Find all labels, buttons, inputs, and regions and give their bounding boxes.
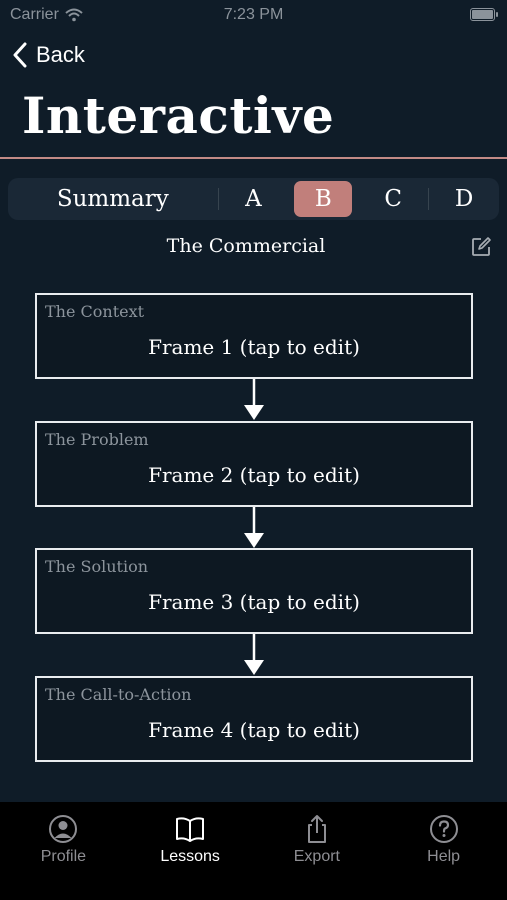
- frame-label: The Call-to-Action: [45, 685, 192, 704]
- wifi-icon: [65, 8, 83, 22]
- arrow-down-icon: [244, 379, 264, 420]
- tab-lessons[interactable]: Lessons: [127, 802, 254, 900]
- segment-divider: [217, 188, 219, 210]
- segment-label: D: [454, 186, 474, 212]
- tab-export[interactable]: Export: [254, 802, 381, 900]
- frame-card-1[interactable]: The Context Frame 1 (tap to edit): [35, 293, 473, 379]
- segment-c[interactable]: C: [358, 181, 428, 217]
- section-title: The Commercial: [166, 235, 326, 257]
- battery-icon: [470, 8, 498, 21]
- tab-label: Profile: [40, 848, 87, 865]
- tab-bar: Profile Lessons Export Help: [0, 802, 507, 900]
- segmented-control: Summary A B C D: [8, 178, 499, 220]
- battery-level: [472, 10, 493, 19]
- arrow-down-icon: [244, 507, 264, 548]
- frame-label: The Context: [45, 302, 145, 321]
- tab-label: Lessons: [160, 848, 220, 865]
- tab-help[interactable]: Help: [380, 802, 507, 900]
- frame-text: Frame 3 (tap to edit): [148, 590, 360, 614]
- person-circle-icon: [49, 815, 78, 843]
- tab-profile[interactable]: Profile: [0, 802, 127, 900]
- frame-text: Frame 2 (tap to edit): [148, 463, 360, 487]
- frame-label: The Problem: [45, 430, 149, 449]
- frame-text: Frame 1 (tap to edit): [148, 335, 360, 359]
- frame-text: Frame 4 (tap to edit): [148, 718, 360, 742]
- segment-a[interactable]: A: [219, 181, 289, 217]
- segment-label: B: [314, 186, 332, 212]
- status-carrier: Carrier: [10, 6, 83, 24]
- frame-card-3[interactable]: The Solution Frame 3 (tap to edit): [35, 548, 473, 634]
- frame-card-4[interactable]: The Call-to-Action Frame 4 (tap to edit): [35, 676, 473, 762]
- segment-d[interactable]: D: [429, 181, 499, 217]
- frame-label: The Solution: [45, 557, 149, 576]
- back-label: Back: [36, 42, 85, 67]
- tab-label: Export: [293, 848, 340, 865]
- segment-label: A: [245, 186, 262, 212]
- title-divider: [0, 157, 507, 159]
- edit-icon[interactable]: [470, 236, 492, 258]
- status-bar: Carrier 7:23 PM: [0, 0, 507, 30]
- back-button[interactable]: Back: [12, 42, 85, 68]
- question-circle-icon: [429, 815, 458, 843]
- segment-divider: [428, 188, 430, 210]
- book-icon: [176, 817, 205, 842]
- segment-summary[interactable]: Summary: [8, 181, 218, 217]
- tab-label: Help: [427, 848, 461, 865]
- status-time: 7:23 PM: [223, 6, 284, 23]
- arrow-down-icon: [244, 634, 264, 675]
- page-title: Interactive: [22, 86, 335, 145]
- segment-label: Summary: [56, 186, 169, 212]
- carrier-label: Carrier: [10, 6, 59, 23]
- segment-b[interactable]: B: [294, 181, 353, 217]
- frame-card-2[interactable]: The Problem Frame 2 (tap to edit): [35, 421, 473, 507]
- share-icon: [307, 815, 326, 843]
- chevron-left-icon: [13, 42, 27, 68]
- segment-label: C: [384, 186, 403, 212]
